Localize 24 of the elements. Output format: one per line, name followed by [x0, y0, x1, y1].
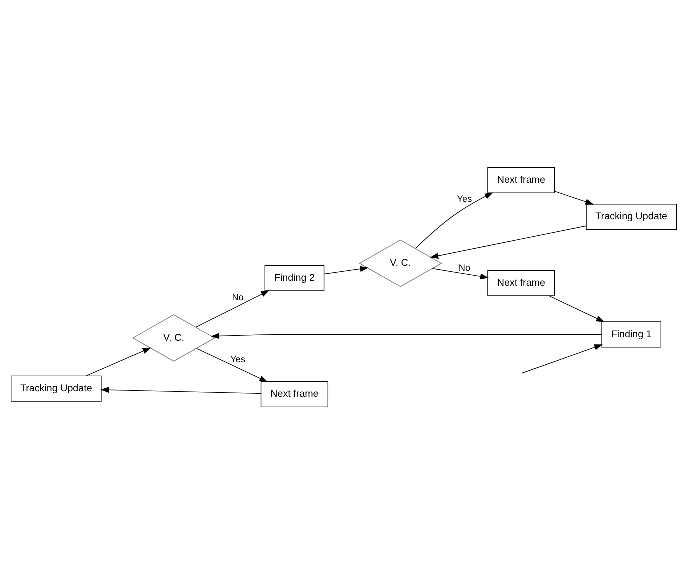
- node-box: Next frame: [488, 270, 556, 296]
- arrow: [430, 226, 587, 259]
- arrow: [86, 348, 152, 376]
- node-box: Next frame: [260, 381, 329, 408]
- arrow: [100, 387, 262, 394]
- node-box: Tracking Update: [11, 376, 102, 402]
- arrow: [554, 191, 594, 205]
- arrow: [196, 290, 270, 328]
- arrow: [522, 344, 603, 374]
- edge-label: Yes: [457, 194, 472, 204]
- arrow: [416, 192, 494, 250]
- arrow: [210, 333, 602, 340]
- node-diamond: V. C.: [132, 314, 216, 362]
- arrow: [432, 268, 489, 280]
- arrow: [548, 296, 605, 322]
- node-box: Finding 2: [264, 265, 325, 292]
- node-box: Tracking Update: [586, 204, 677, 230]
- edge-label: No: [232, 292, 244, 302]
- node-box: Next frame: [488, 167, 556, 194]
- edge-label: Yes: [230, 354, 246, 364]
- arrow: [196, 348, 268, 382]
- arrow: [324, 266, 369, 275]
- node-box: Finding 1: [602, 322, 662, 348]
- edge-label: No: [458, 262, 471, 273]
